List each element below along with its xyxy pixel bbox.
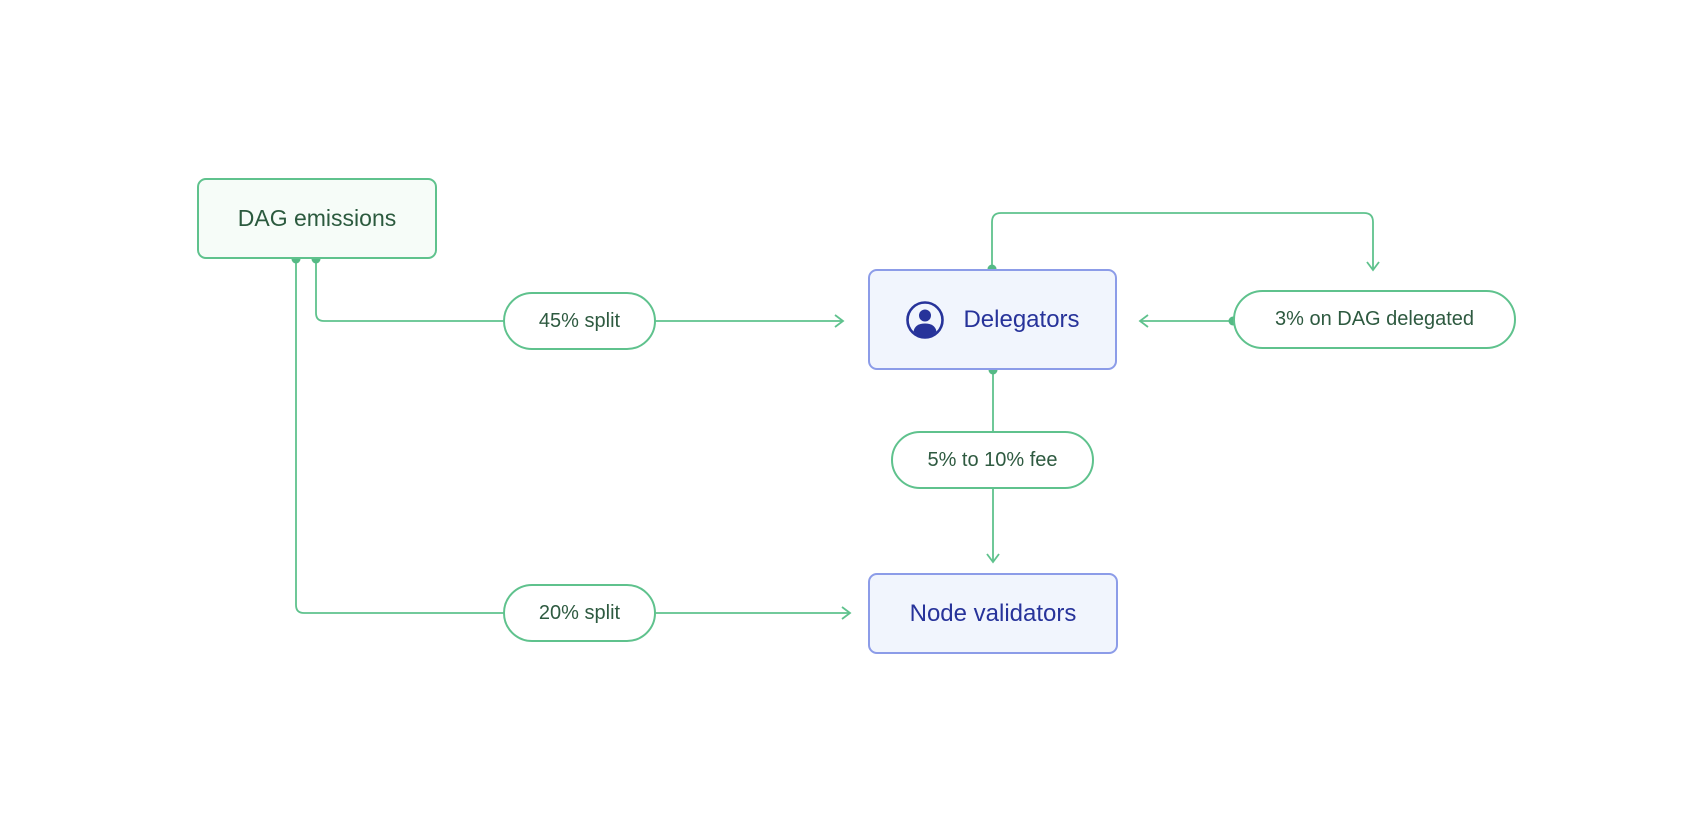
fee-label: 5% to 10% fee (891, 431, 1094, 489)
arrowhead-validators-top (986, 553, 1000, 564)
dag-emissions-node: DAG emissions (197, 178, 437, 259)
delegated-text: 3% on DAG delegated (1274, 308, 1475, 330)
node-validators-label: Node validators (909, 599, 1077, 627)
connector-delegators-loop (991, 212, 1374, 270)
arrowhead-delegators-left (834, 314, 845, 328)
user-icon (905, 300, 945, 340)
node-validators-node: Node validators (868, 573, 1118, 654)
delegated-label: 3% on DAG delegated (1233, 290, 1516, 349)
delegators-label: Delegators (963, 305, 1080, 333)
connector-emissions-to-validators (295, 259, 850, 614)
delegators-node: Delegators (868, 269, 1117, 370)
arrowhead-delegators-right (1138, 314, 1149, 328)
dag-emissions-label: DAG emissions (237, 205, 397, 231)
split-45-label: 45% split (503, 292, 656, 350)
connector-emissions-to-delegators (315, 259, 843, 322)
fee-text: 5% to 10% fee (927, 448, 1058, 471)
split-45-text: 45% split (538, 309, 621, 332)
arrowhead-validators-left (841, 606, 852, 620)
split-20-text: 20% split (538, 601, 621, 624)
split-20-label: 20% split (503, 584, 656, 642)
arrowhead-loop-down (1366, 261, 1380, 272)
